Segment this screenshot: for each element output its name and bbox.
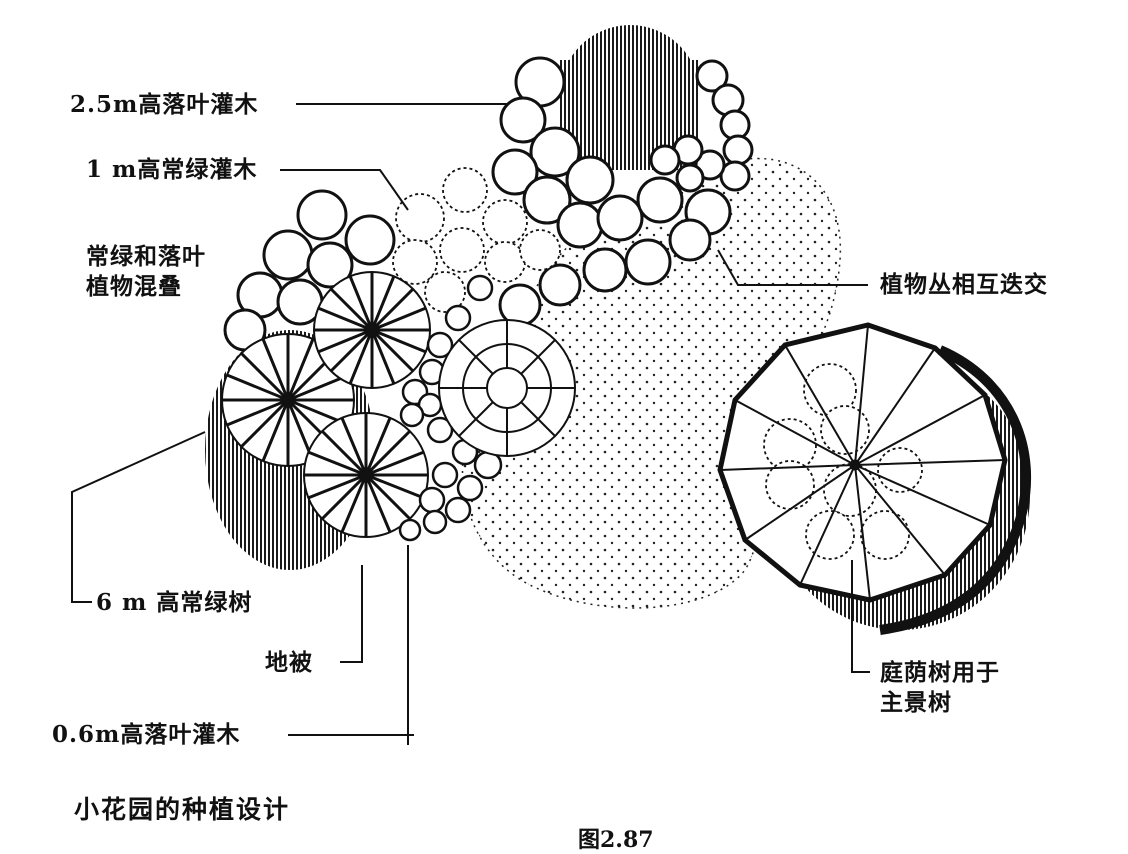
label-mixed-planting-line1: 常绿和落叶 xyxy=(86,243,206,270)
figure-number: 图2.87 xyxy=(578,827,654,853)
label-shade-tree-line1: 庭荫树用于 xyxy=(880,659,1000,686)
label-shade-tree-line2: 主景树 xyxy=(880,689,952,716)
label-mixed-planting: 常绿和落叶 植物混叠 xyxy=(86,242,206,302)
label-overlap: 植物丛相互迭交 xyxy=(880,271,1048,298)
label-ground-cover: 地被 xyxy=(265,649,313,676)
evergreen-tree-2 xyxy=(313,271,431,389)
label-shade-tree: 庭荫树用于 主景树 xyxy=(880,658,1000,718)
leader-shrub-06m xyxy=(288,545,414,745)
leader-lines xyxy=(71,103,870,745)
label-shrub-06m: 0.6m高落叶灌木 xyxy=(52,721,241,748)
leader-ground-cover xyxy=(340,565,363,663)
evergreen-shrub-group xyxy=(392,167,561,313)
leader-tree-6m xyxy=(71,431,206,603)
leader-shrub-1m xyxy=(280,169,409,211)
left-shrub-group xyxy=(223,189,396,352)
label-shrub-1m: 1 m高常绿灌木 xyxy=(86,156,258,183)
leader-overlap xyxy=(717,249,868,286)
label-tree-6m: 6 m 高常绿树 xyxy=(96,589,253,616)
deciduous-shrub-group xyxy=(491,56,754,327)
radial-shrub xyxy=(438,319,576,457)
label-shrub-25m: 2.5m高落叶灌木 xyxy=(70,91,259,118)
label-mixed-planting-line2: 植物混叠 xyxy=(86,273,182,300)
figure-caption: 小花园的种植设计 xyxy=(74,795,291,824)
shade-tree xyxy=(717,322,1032,635)
leader-shade-tree xyxy=(851,560,870,673)
evergreen-tree-3 xyxy=(303,412,429,538)
